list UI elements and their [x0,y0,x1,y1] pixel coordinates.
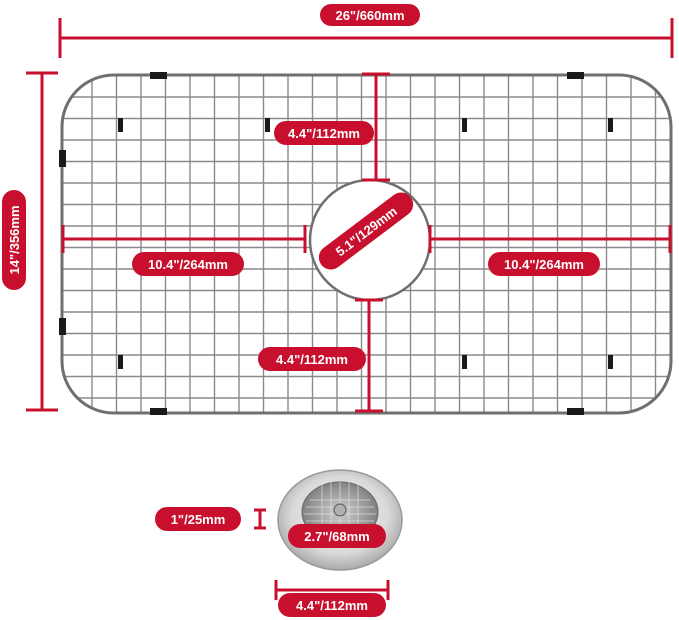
label-left-span: 10.4"/264mm [132,252,244,276]
bumper-foot [150,408,167,415]
basket-diameter-text: 2.7"/68mm [304,529,369,544]
top-gap-text: 4.4"/112mm [288,126,360,141]
grid-clip [462,118,467,132]
bumper-foot [59,318,66,335]
right-span-text: 10.4"/264mm [504,257,584,272]
grid-clip [462,355,467,369]
bumper-foot [567,408,584,415]
label-overall-width: 26"/660mm [320,4,420,26]
grid-clip [118,355,123,369]
overall-width-text: 26"/660mm [335,8,404,23]
bumper-foot [567,72,584,79]
flange-diameter-text: 4.4"/112mm [296,598,368,613]
bumper-foot [150,72,167,79]
left-span-text: 10.4"/264mm [148,257,228,272]
strainer-height-text: 1"/25mm [171,512,226,527]
label-overall-height: 14"/356mm [2,190,26,290]
grid-clip [118,118,123,132]
overall-height-text: 14"/356mm [7,205,22,274]
bottom-gap-text: 4.4"/112mm [276,352,348,367]
sink-strainer-icon [277,469,403,571]
label-basket-diameter: 2.7"/68mm [288,524,386,548]
grid-clip [265,118,270,132]
grid-clip [608,355,613,369]
grid-clip [608,118,613,132]
label-flange-diameter: 4.4"/112mm [278,593,386,617]
label-top-gap: 4.4"/112mm [274,121,374,145]
label-strainer-height: 1"/25mm [155,507,241,531]
bumper-foot [59,150,66,167]
label-bottom-gap: 4.4"/112mm [258,347,366,371]
label-right-span: 10.4"/264mm [488,252,600,276]
